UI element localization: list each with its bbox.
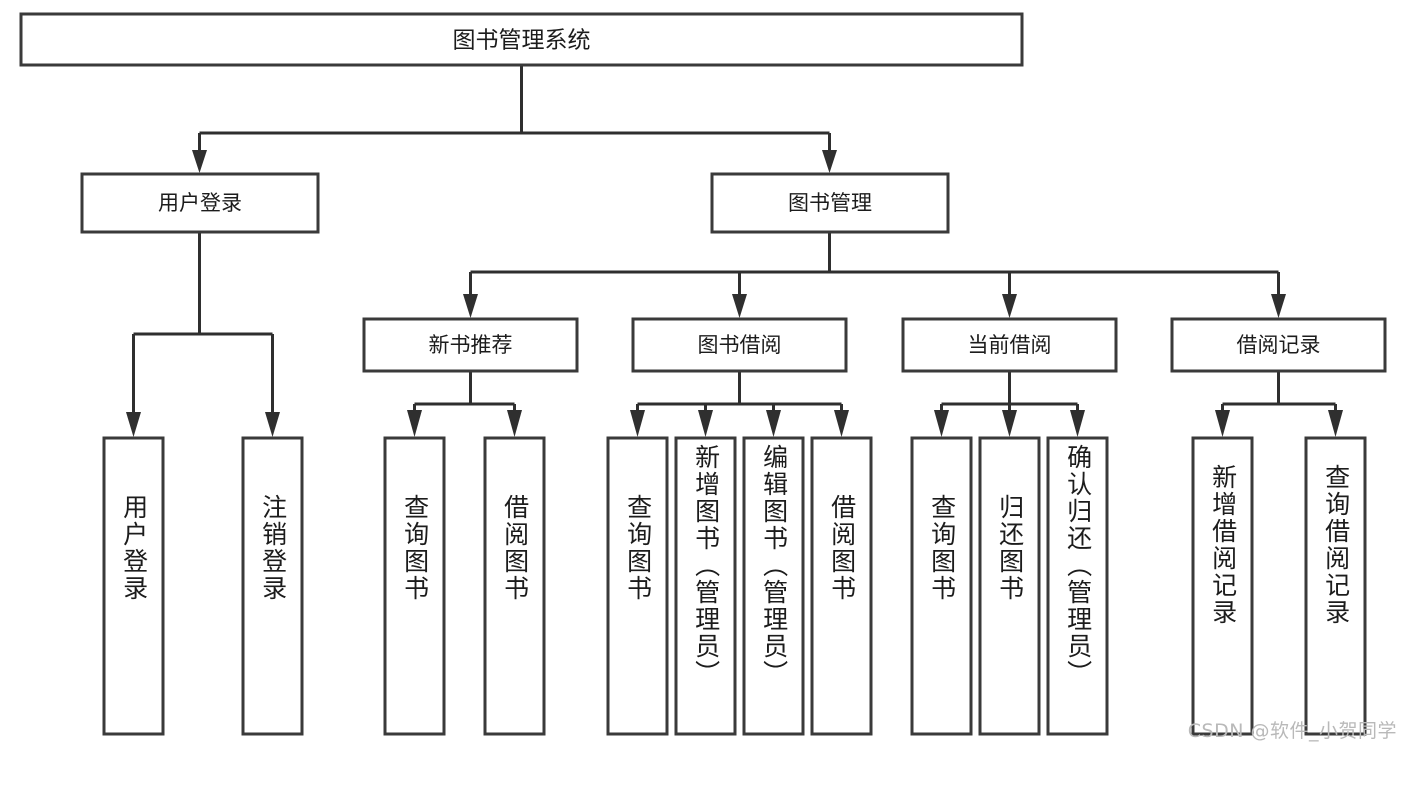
arrow-to-leaf-edit-book <box>766 410 781 437</box>
node-box-current-borrow[interactable] <box>901 317 1118 373</box>
node-box-leaf-add-book[interactable] <box>674 436 737 736</box>
arrow-to-leaf-confirm-return <box>1070 410 1085 437</box>
node-label-book-borrow: 图书借阅 <box>698 333 782 357</box>
arrow-to-leaf-add-record <box>1215 410 1230 437</box>
arrow-to-user-login <box>192 150 207 173</box>
flowchart-svg: 图书管理系统 用户登录 图书管理 新书推荐 图书借阅 当前借阅 借阅记录 <box>19 12 1387 736</box>
arrow-to-leaf-user-login <box>126 412 141 437</box>
node-box-leaf-borrow-book-2[interactable] <box>810 436 873 736</box>
arrow-to-leaf-borrow-book-2 <box>834 410 849 437</box>
arrow-to-book-manage <box>822 150 837 173</box>
node-label-borrow-record: 借阅记录 <box>1237 333 1321 357</box>
node-label-current-borrow: 当前借阅 <box>968 333 1052 357</box>
node-box-leaf-borrow-book-1[interactable] <box>483 436 546 736</box>
node-box-leaf-query-book-3[interactable] <box>910 436 973 736</box>
arrow-to-leaf-logout-login <box>265 412 280 437</box>
node-box-root[interactable] <box>19 12 1024 67</box>
node-box-leaf-add-record[interactable] <box>1191 436 1254 736</box>
node-box-leaf-query-record[interactable] <box>1304 436 1367 736</box>
node-box-leaf-return-book[interactable] <box>978 436 1041 736</box>
arrow-to-leaf-return-book <box>1002 410 1017 437</box>
node-label-user-login: 用户登录 <box>158 191 242 215</box>
arrow-to-leaf-query-record <box>1328 410 1343 437</box>
node-box-leaf-confirm-return[interactable] <box>1046 436 1109 736</box>
arrow-to-leaf-query-book-2 <box>630 410 645 437</box>
connector-layer <box>126 65 1343 437</box>
flowchart-canvas: 图书管理系统 用户登录 图书管理 新书推荐 图书借阅 当前借阅 借阅记录 <box>19 12 1397 742</box>
node-layer: 图书管理系统 用户登录 图书管理 新书推荐 图书借阅 当前借阅 借阅记录 <box>19 12 1387 736</box>
node-box-book-borrow[interactable] <box>631 317 848 373</box>
node-box-borrow-record[interactable] <box>1170 317 1387 373</box>
arrow-to-new-book-recommend <box>463 294 478 318</box>
node-box-leaf-query-book-1[interactable] <box>383 436 446 736</box>
arrow-to-borrow-record <box>1271 294 1286 318</box>
node-label-new-book-recommend: 新书推荐 <box>429 333 513 357</box>
node-box-leaf-user-login[interactable] <box>102 436 165 736</box>
arrow-to-leaf-add-book <box>698 410 713 437</box>
node-box-user-login[interactable] <box>80 172 320 234</box>
node-box-book-manage[interactable] <box>710 172 950 234</box>
node-box-leaf-logout-login[interactable] <box>241 436 304 736</box>
arrow-to-leaf-query-book-3 <box>934 410 949 437</box>
arrow-to-current-borrow <box>1002 294 1017 318</box>
node-label-book-manage: 图书管理 <box>788 191 872 215</box>
node-label-root: 图书管理系统 <box>453 28 591 54</box>
arrow-to-leaf-query-book-1 <box>407 410 422 437</box>
arrow-to-book-borrow <box>732 294 747 318</box>
node-box-new-book-recommend[interactable] <box>362 317 579 373</box>
node-box-leaf-edit-book[interactable] <box>742 436 805 736</box>
watermark-text: CSDN @软件_小贺同学 <box>1187 720 1397 742</box>
node-box-leaf-query-book-2[interactable] <box>606 436 669 736</box>
arrow-to-leaf-borrow-book-1 <box>507 410 522 437</box>
